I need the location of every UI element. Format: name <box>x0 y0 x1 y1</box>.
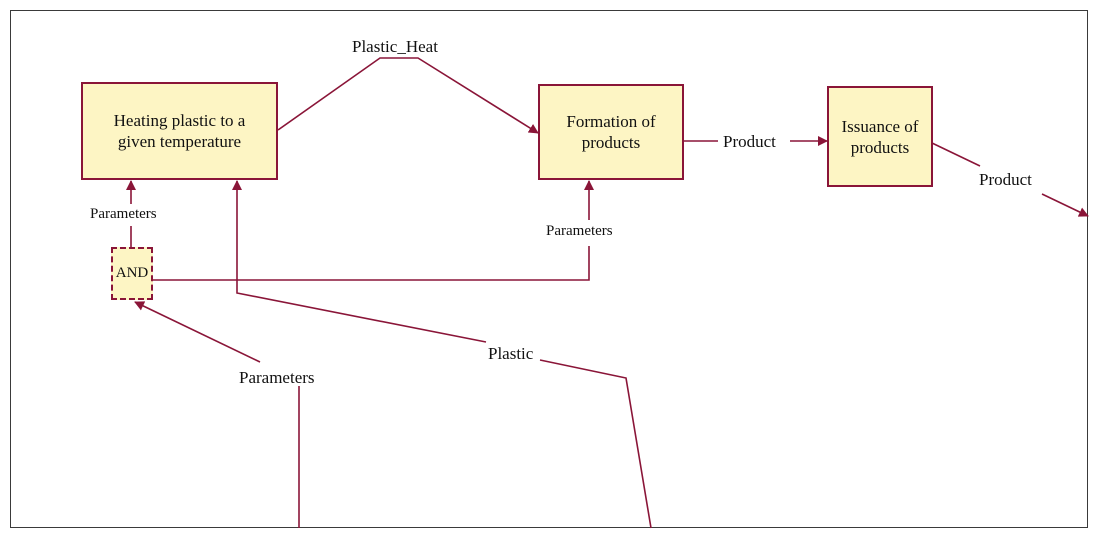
label-plastic-heat: Plastic_Heat <box>352 37 438 56</box>
label-parameters-formation: Parameters <box>546 223 613 239</box>
label-parameters-heating: Parameters <box>90 206 157 222</box>
label-product-output: Product <box>979 170 1032 189</box>
arrow-plastic-input-head <box>232 180 487 343</box>
arrow-plastic-input <box>539 359 652 529</box>
arrow-parameters-input-head <box>134 301 261 363</box>
activity-box-formation: Formation of products <box>538 84 684 180</box>
arrow-product-output-head <box>1041 193 1089 217</box>
label-plastic-input: Plastic <box>488 344 534 363</box>
arrow-product-output <box>931 142 981 167</box>
arrow-parameters-formation <box>153 246 590 281</box>
activity-box-issuance: Issuance of products <box>827 86 933 187</box>
activity-box-heating: Heating plastic to a given temperature <box>81 82 278 180</box>
label-product-internal: Product <box>723 132 776 151</box>
arrow-plastic-heat <box>277 57 539 134</box>
label-parameters-input: Parameters <box>239 368 315 387</box>
diagram-frame <box>10 10 1088 528</box>
and-junction-box: AND <box>111 247 153 300</box>
